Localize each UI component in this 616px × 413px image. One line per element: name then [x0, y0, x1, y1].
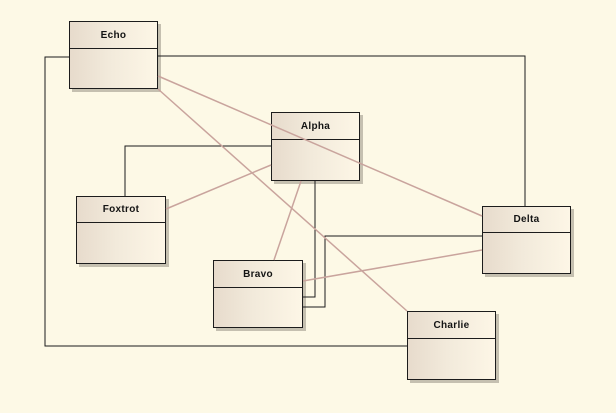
node-charlie[interactable]: Charlie — [407, 311, 496, 380]
node-title-bar: Charlie — [408, 312, 495, 339]
connector-alpha-bravo-orth[interactable] — [303, 181, 316, 298]
connector-echo-delta-direct[interactable] — [157, 75, 483, 217]
node-delta[interactable]: Delta — [482, 206, 571, 274]
connector-delta-bravo-direct[interactable] — [302, 249, 483, 282]
node-title-bar: Alpha — [272, 113, 359, 140]
node-title-bar: Bravo — [214, 261, 302, 288]
node-title-label: Charlie — [433, 319, 470, 331]
node-title-label: Delta — [513, 214, 540, 225]
node-title-label: Bravo — [243, 268, 273, 280]
node-title-label: Foxtrot — [102, 204, 140, 215]
connector-foxtrot-alpha-direct[interactable] — [165, 164, 272, 210]
connector-echo-charlie-direct[interactable] — [157, 88, 408, 312]
node-foxtrot[interactable]: Foxtrot — [76, 196, 166, 264]
node-echo[interactable]: Echo — [69, 21, 158, 89]
node-alpha[interactable]: Alpha — [271, 112, 360, 181]
node-title-bar: Echo — [70, 22, 157, 49]
connector-echo-charlie-orth[interactable] — [44, 56, 407, 347]
connector-echo-delta-orth[interactable] — [158, 55, 526, 206]
node-title-bar: Foxtrot — [77, 197, 165, 223]
node-title-bar: Delta — [483, 207, 570, 233]
connector-alpha-bravo-direct[interactable] — [273, 180, 302, 261]
node-title-label: Alpha — [300, 120, 331, 132]
node-bravo[interactable]: Bravo — [213, 260, 303, 328]
node-title-label: Echo — [100, 29, 127, 41]
connector-bravo-delta-orth[interactable] — [303, 235, 482, 308]
